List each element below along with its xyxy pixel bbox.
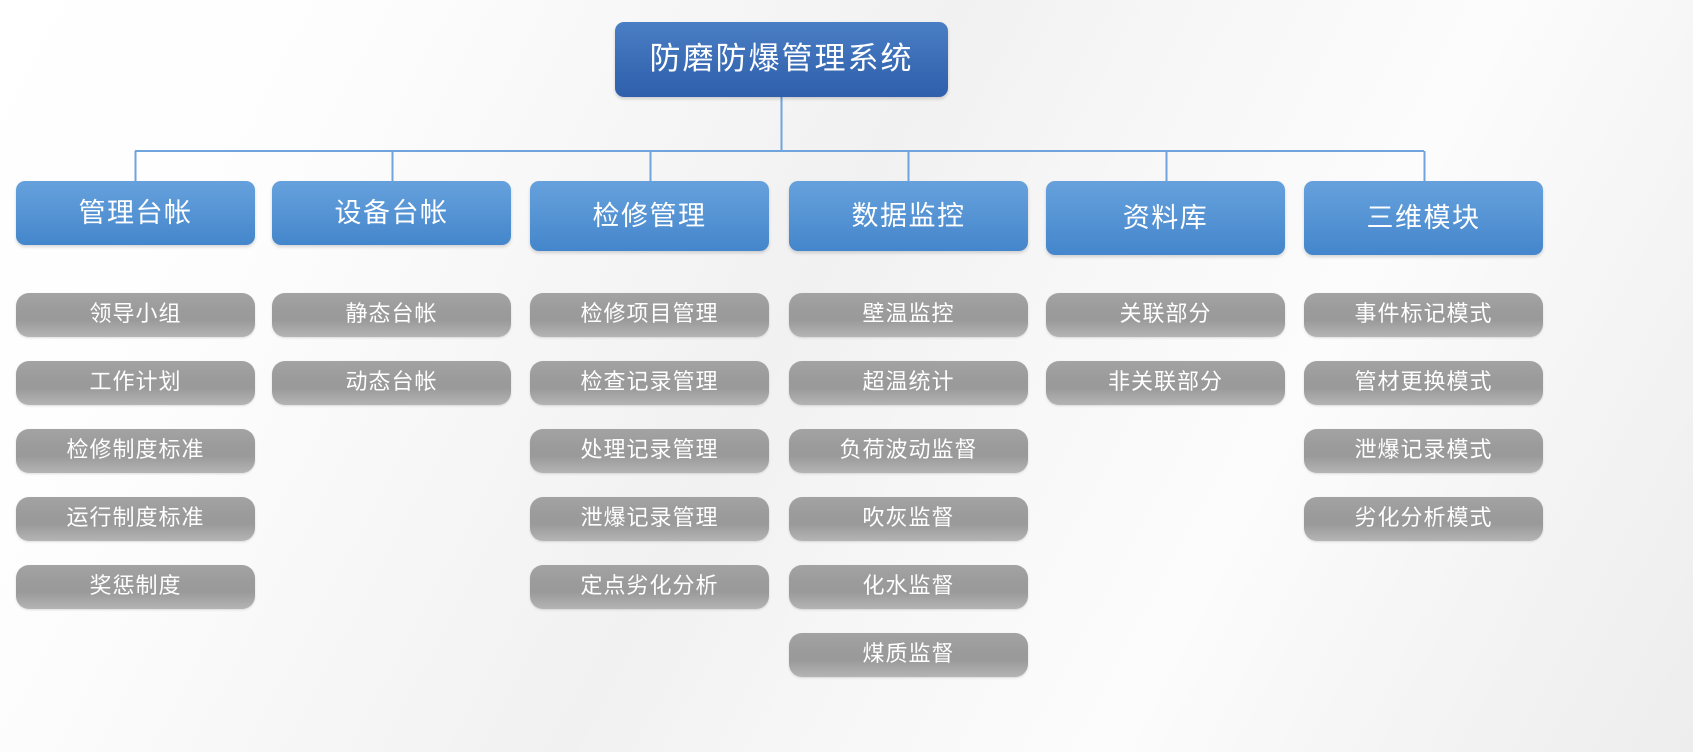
branch-node[interactable]: 资料库 [1046,181,1285,255]
branch-node[interactable]: 设备台帐 [272,181,511,245]
leaf-node-label: 管材更换模式 [1354,370,1493,395]
leaf-node-label: 动态台帐 [345,370,438,395]
leaf-node-label: 处理记录管理 [580,438,719,463]
leaf-node[interactable]: 检修制度标准 [16,429,255,473]
branch-column: 数据监控壁温监控超温统计负荷波动监督吹灰监督化水监督煤质监督 [789,181,1028,677]
leaf-node-label: 泄爆记录模式 [1354,438,1493,463]
leaf-node[interactable]: 领导小组 [16,293,255,337]
leaf-node-label: 煤质监督 [862,642,955,667]
leaf-node-label: 工作计划 [89,370,182,395]
branch-node[interactable]: 检修管理 [530,181,769,251]
branch-node[interactable]: 三维模块 [1304,181,1543,255]
leaf-node-label: 关联部分 [1119,302,1212,327]
leaf-node[interactable]: 化水监督 [789,565,1028,609]
branch-node-label: 资料库 [1122,202,1209,234]
leaf-node[interactable]: 检查记录管理 [530,361,769,405]
leaf-node-label: 奖惩制度 [89,574,182,599]
leaf-node[interactable]: 泄爆记录模式 [1304,429,1543,473]
branch-node-label: 管理台帐 [78,197,193,229]
leaf-list: 领导小组工作计划检修制度标准运行制度标准奖惩制度 [16,293,255,609]
leaf-node-label: 劣化分析模式 [1354,506,1493,531]
leaf-node[interactable]: 泄爆记录管理 [530,497,769,541]
leaf-node-label: 检查记录管理 [580,370,719,395]
leaf-node-label: 检修项目管理 [580,302,719,327]
branch-node-label: 检修管理 [592,200,707,232]
root-node[interactable]: 防磨防爆管理系统 [615,22,948,97]
branch-column: 三维模块事件标记模式管材更换模式泄爆记录模式劣化分析模式 [1304,181,1543,541]
leaf-node-label: 泄爆记录管理 [580,506,719,531]
leaf-node[interactable]: 运行制度标准 [16,497,255,541]
leaf-node[interactable]: 事件标记模式 [1304,293,1543,337]
leaf-node[interactable]: 吹灰监督 [789,497,1028,541]
leaf-node[interactable]: 定点劣化分析 [530,565,769,609]
leaf-node[interactable]: 静态台帐 [272,293,511,337]
leaf-node-label: 非关联部分 [1107,370,1223,395]
leaf-node[interactable]: 处理记录管理 [530,429,769,473]
leaf-list: 事件标记模式管材更换模式泄爆记录模式劣化分析模式 [1304,293,1543,541]
leaf-node[interactable]: 超温统计 [789,361,1028,405]
root-node-label: 防磨防爆管理系统 [649,41,914,77]
branch-node-label: 三维模块 [1366,202,1481,234]
branch-column: 管理台帐领导小组工作计划检修制度标准运行制度标准奖惩制度 [16,181,255,609]
leaf-node[interactable]: 奖惩制度 [16,565,255,609]
branch-node-label: 设备台帐 [334,197,449,229]
leaf-list: 静态台帐动态台帐 [272,293,511,405]
leaf-node-label: 领导小组 [89,302,182,327]
leaf-list: 关联部分非关联部分 [1046,293,1285,405]
leaf-node[interactable]: 工作计划 [16,361,255,405]
branch-node[interactable]: 数据监控 [789,181,1028,251]
branch-column: 资料库关联部分非关联部分 [1046,181,1285,405]
leaf-list: 壁温监控超温统计负荷波动监督吹灰监督化水监督煤质监督 [789,293,1028,677]
leaf-node-label: 超温统计 [862,370,955,395]
leaf-node[interactable]: 检修项目管理 [530,293,769,337]
leaf-node-label: 负荷波动监督 [839,438,978,463]
leaf-node[interactable]: 动态台帐 [272,361,511,405]
leaf-node-label: 壁温监控 [862,302,955,327]
leaf-node[interactable]: 壁温监控 [789,293,1028,337]
branch-node-label: 数据监控 [851,200,966,232]
branch-node[interactable]: 管理台帐 [16,181,255,245]
leaf-node[interactable]: 负荷波动监督 [789,429,1028,473]
leaf-node-label: 吹灰监督 [862,506,955,531]
leaf-node-label: 运行制度标准 [66,506,205,531]
leaf-node-label: 化水监督 [862,574,955,599]
leaf-node[interactable]: 关联部分 [1046,293,1285,337]
leaf-node[interactable]: 非关联部分 [1046,361,1285,405]
leaf-node[interactable]: 煤质监督 [789,633,1028,677]
leaf-node-label: 静态台帐 [345,302,438,327]
leaf-node-label: 事件标记模式 [1354,302,1493,327]
leaf-node[interactable]: 管材更换模式 [1304,361,1543,405]
leaf-list: 检修项目管理检查记录管理处理记录管理泄爆记录管理定点劣化分析 [530,293,769,609]
branch-column: 检修管理检修项目管理检查记录管理处理记录管理泄爆记录管理定点劣化分析 [530,181,769,609]
leaf-node[interactable]: 劣化分析模式 [1304,497,1543,541]
branch-column: 设备台帐静态台帐动态台帐 [272,181,511,405]
leaf-node-label: 检修制度标准 [66,438,205,463]
leaf-node-label: 定点劣化分析 [580,574,719,599]
